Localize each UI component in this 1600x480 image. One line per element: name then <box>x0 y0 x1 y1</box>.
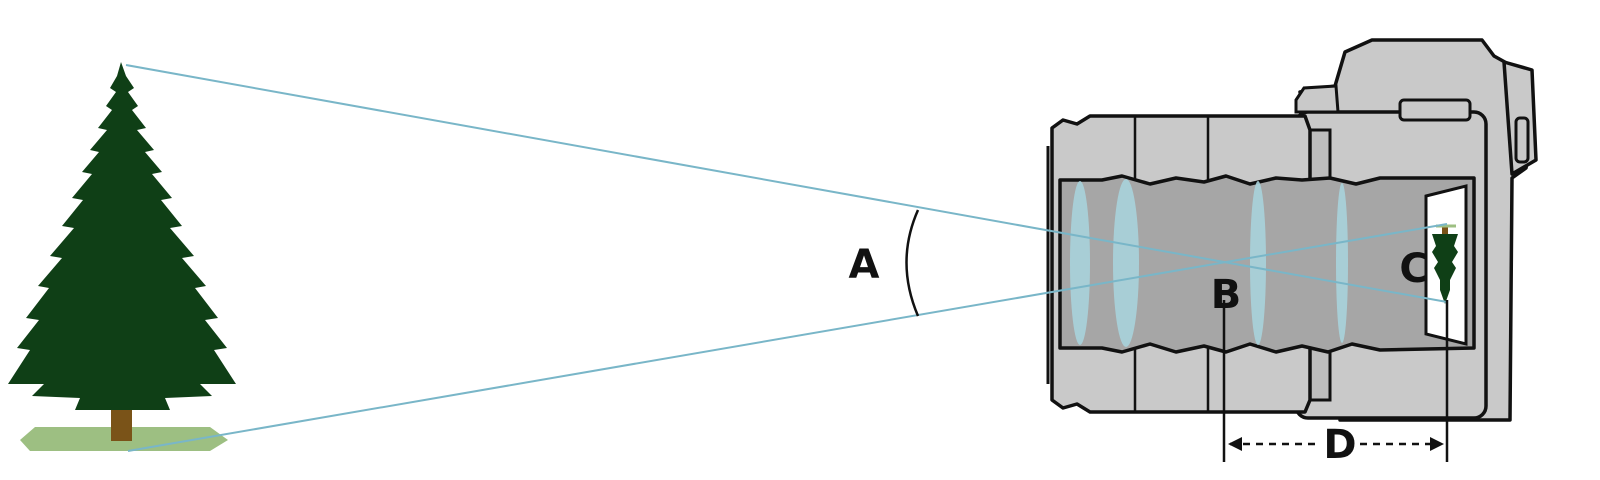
lens-element-3 <box>1250 181 1266 345</box>
camera-dial <box>1294 84 1340 114</box>
label-c: C <box>1399 246 1428 292</box>
camera-side-button <box>1514 116 1530 164</box>
tree-trunk <box>111 408 132 441</box>
arrowhead-left <box>1228 437 1242 451</box>
inverted-tree-trunk <box>1442 226 1448 234</box>
arrowhead-right <box>1430 437 1444 451</box>
label-b: B <box>1211 272 1242 318</box>
inverted-tree-icon <box>1432 234 1458 304</box>
label-a: A <box>849 242 880 288</box>
viewfinder-window <box>1398 98 1472 122</box>
angle-arc <box>905 209 920 317</box>
tree-icon <box>8 62 236 410</box>
lens-element-1 <box>1070 181 1090 345</box>
camera-inner-cutaway <box>1058 174 1476 354</box>
label-d: D <box>1323 422 1356 468</box>
light-ray-bottom <box>127 223 1448 452</box>
lens-element-2 <box>1113 179 1139 347</box>
lens-element-4 <box>1336 183 1348 343</box>
camera-icon <box>1046 38 1538 422</box>
